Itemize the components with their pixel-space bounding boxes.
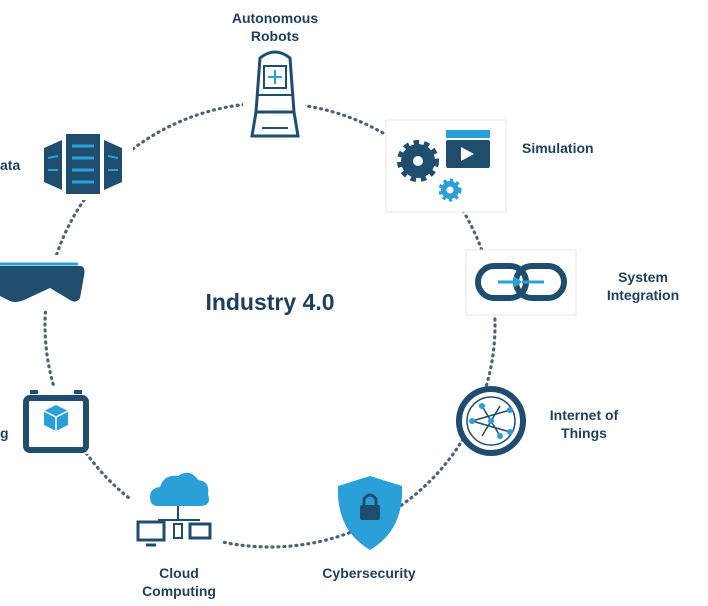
shield-lock-icon bbox=[337, 476, 403, 550]
label-internet-of-things: Internet of Things bbox=[549, 407, 619, 441]
3d-printer-cube-icon bbox=[20, 386, 92, 454]
vr-headset-icon bbox=[0, 255, 88, 311]
linked-chain-icon bbox=[465, 249, 577, 316]
label-cybersecurity: Cybersecurity bbox=[322, 565, 416, 581]
label-cloud-computing: Cloud Computing bbox=[142, 565, 216, 599]
label-autonomous-robots: Autonomous Robots bbox=[231, 10, 319, 44]
network-globe-icon bbox=[456, 386, 526, 456]
label-additive-manufacturing: g bbox=[0, 425, 9, 441]
autonomous-vehicle-icon bbox=[243, 48, 305, 148]
gears-and-video-icon bbox=[385, 119, 507, 213]
label-system-integration: System Integration bbox=[606, 269, 680, 303]
server-racks-icon bbox=[38, 126, 133, 200]
diagram-title: Industry 4.0 bbox=[205, 289, 335, 315]
label-simulation: Simulation bbox=[522, 140, 594, 156]
label-big-data: ata bbox=[0, 157, 21, 173]
cloud-devices-icon bbox=[130, 466, 222, 556]
dotted-ring bbox=[43, 101, 497, 549]
